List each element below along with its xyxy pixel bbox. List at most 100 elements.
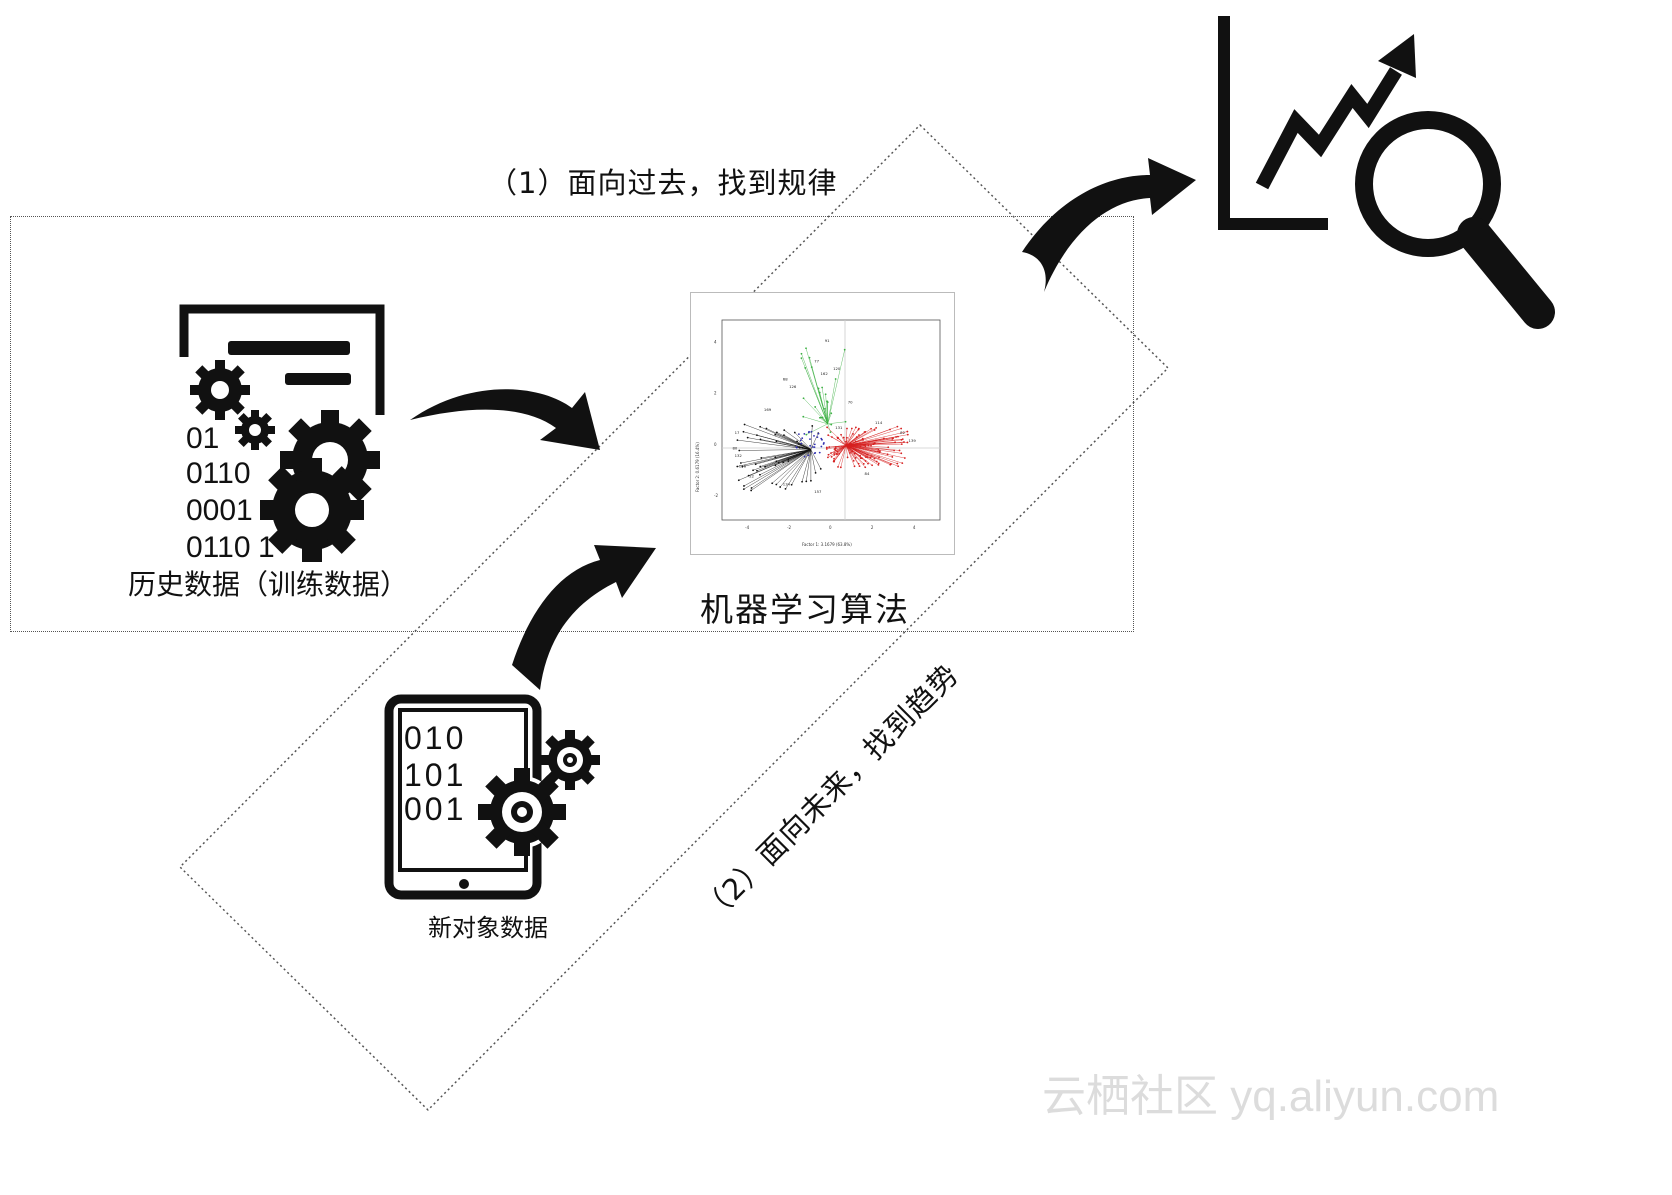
red-cluster-ray — [846, 445, 903, 464]
black-cluster-point — [798, 447, 801, 449]
blue-cluster-point — [813, 435, 815, 437]
red-cluster-point — [854, 426, 857, 429]
red-cluster-ray — [826, 427, 847, 446]
red-cluster-ray — [835, 445, 847, 451]
history-binary-line-3: 0001 — [186, 494, 253, 527]
red-cluster-ray — [834, 445, 847, 454]
red-cluster-ray — [836, 445, 847, 455]
green-cluster-point — [830, 412, 833, 415]
black-cluster-point — [750, 489, 753, 492]
green-cluster-point — [821, 386, 824, 389]
blue-cluster-point — [822, 443, 825, 445]
red-cluster-ray — [845, 445, 866, 468]
training-region-box — [10, 216, 1134, 632]
plot-point-label: 82 — [900, 430, 905, 435]
red-cluster-point — [894, 441, 896, 444]
red-cluster-ray — [846, 443, 875, 446]
black-cluster-point — [750, 487, 753, 489]
tablet-binary-line-2: 101 — [404, 757, 467, 793]
green-cluster-point — [844, 420, 847, 423]
black-cluster-point — [759, 465, 762, 468]
plot-x-tick: 0 — [829, 525, 832, 530]
green-cluster-ray — [805, 367, 828, 424]
red-cluster-point — [896, 462, 899, 465]
green-cluster-ray — [814, 406, 828, 424]
red-cluster-point — [903, 457, 906, 459]
black-cluster-point — [760, 457, 763, 459]
black-cluster-point — [775, 431, 778, 434]
black-cluster-ray — [799, 447, 811, 450]
black-cluster-ray — [742, 449, 811, 467]
red-cluster-ray — [845, 433, 854, 446]
black-cluster-point — [736, 439, 739, 441]
plot-point-label: 68 — [783, 376, 788, 381]
red-cluster-ray — [845, 445, 853, 452]
black-cluster-ray — [801, 449, 812, 482]
blue-cluster-point — [803, 455, 806, 458]
black-cluster-ray — [761, 449, 811, 459]
red-cluster-point — [901, 462, 904, 465]
green-cluster-ray — [803, 416, 828, 425]
plot-point-label: 84 — [865, 471, 870, 476]
red-cluster-ray — [845, 429, 875, 446]
plot-point-label: 77 — [814, 358, 819, 363]
plot-point-label: 80 — [732, 445, 737, 450]
document-gears-icon — [179, 304, 385, 562]
red-cluster-point — [906, 430, 909, 433]
black-cluster-ray — [737, 449, 811, 467]
red-cluster-point — [837, 466, 839, 468]
red-cluster-ray — [846, 445, 892, 465]
red-cluster-point — [875, 460, 878, 463]
black-cluster-point — [752, 469, 754, 472]
trend-line — [1255, 67, 1402, 190]
red-cluster-point — [891, 456, 894, 458]
green-cluster-ray — [827, 423, 831, 433]
black-cluster-point — [811, 425, 814, 427]
red-cluster-ray — [846, 438, 903, 446]
red-cluster-point — [857, 428, 860, 431]
red-cluster-point — [854, 440, 857, 443]
black-cluster-ray — [794, 432, 812, 450]
green-cluster-point — [808, 356, 811, 359]
red-cluster-ray — [845, 445, 848, 458]
red-cluster-point — [870, 444, 872, 447]
red-cluster-point — [863, 443, 865, 446]
green-cluster-point — [800, 352, 803, 355]
plot-y-tick: 0 — [714, 442, 717, 447]
black-cluster-point — [801, 480, 803, 483]
red-cluster-point — [896, 425, 899, 428]
phase1-label: （1）面向过去，找到规律 — [488, 166, 838, 200]
red-cluster-point — [873, 442, 876, 445]
black-cluster-point — [774, 464, 777, 467]
red-cluster-point — [828, 446, 831, 448]
black-cluster-ray — [810, 449, 821, 469]
red-cluster-point — [850, 427, 853, 430]
black-cluster-ray — [806, 449, 812, 482]
red-cluster-point — [858, 465, 861, 468]
red-cluster-point — [870, 427, 872, 430]
red-cluster-point — [861, 437, 864, 440]
black-cluster-ray — [780, 449, 812, 488]
red-cluster-point — [859, 454, 862, 457]
red-cluster-point — [830, 456, 833, 458]
black-cluster-ray — [772, 449, 812, 484]
red-cluster-point — [839, 466, 842, 469]
blue-cluster-point — [816, 436, 819, 439]
blue-cluster-point — [803, 433, 806, 435]
green-cluster-point — [829, 431, 832, 434]
red-cluster-ray — [846, 434, 908, 446]
history-binary-line-4: 0110 — [186, 531, 251, 564]
red-cluster-ray — [845, 437, 848, 446]
red-cluster-point — [897, 465, 900, 468]
blue-cluster-point — [813, 446, 816, 449]
history-binary-line-2: 0110 — [186, 457, 251, 490]
black-cluster-point — [742, 488, 745, 491]
black-cluster-ray — [776, 449, 812, 485]
red-cluster-point — [900, 427, 903, 430]
red-cluster-point — [864, 431, 867, 433]
tablet-binary-line-1: 010 — [404, 720, 467, 756]
black-cluster-ray — [783, 434, 811, 450]
red-cluster-point — [887, 446, 890, 449]
tablet-binary-line-3: 001 — [404, 791, 467, 827]
